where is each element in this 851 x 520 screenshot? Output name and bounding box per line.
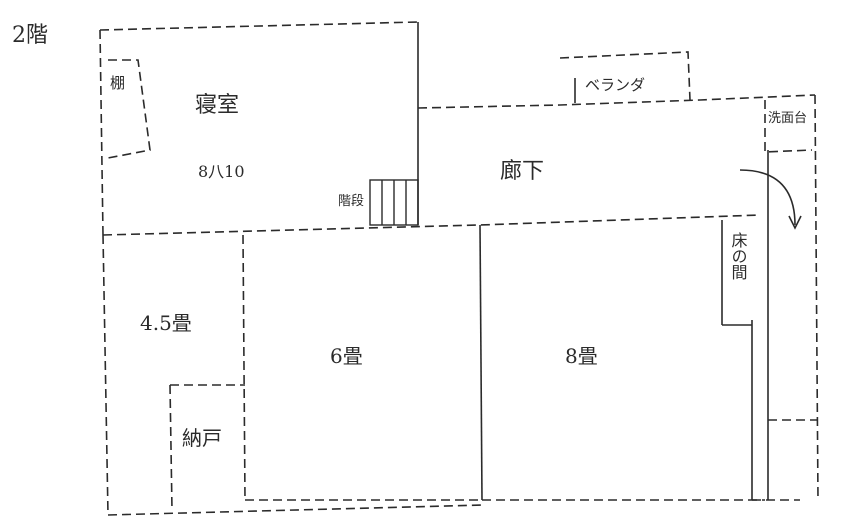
stairs: 階段 [338,179,419,226]
floor-label: 2階 [12,23,48,48]
shelf-label: 棚 [110,74,125,92]
washbasin-label: 洗面台 [768,111,807,126]
corridor-label: 廊下 [500,159,544,184]
veranda-label: ベランダ [585,76,645,94]
bedroom-label: 寝室 [195,93,239,118]
veranda: ベランダ [559,51,691,103]
bedroom-size-label: 8八10 [198,162,245,181]
washbasin: 洗面台 [764,100,813,153]
stairs-label: 階段 [338,194,364,209]
arrow-icon [739,169,796,226]
walls [99,21,819,516]
room-45-label: 4.5畳 [140,311,192,335]
arrowhead-icon [788,215,802,230]
storage-label: 納戸 [182,426,222,450]
tokonoma-label: 床の間 [729,232,748,281]
room-6-label: 6畳 [330,344,363,368]
room-8-label: 8畳 [565,344,598,368]
